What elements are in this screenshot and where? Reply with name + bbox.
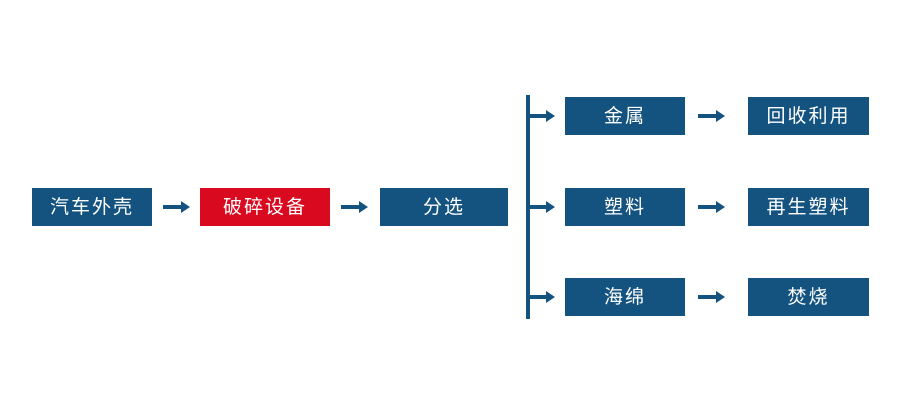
arrow-right-icon-metal-to-recycle	[698, 107, 726, 125]
arrow-right-icon-branch-sponge	[530, 288, 556, 306]
arrow-right-icon-shell-to-shredder	[163, 198, 191, 216]
node-shell[interactable]: 汽车外壳	[32, 188, 152, 226]
node-material-sponge[interactable]: 海绵	[565, 278, 685, 316]
arrow-right-icon-shredder-to-sorting	[341, 198, 369, 216]
arrow-right-icon-branch-metal	[530, 107, 556, 125]
arrow-right-icon-branch-plastic	[530, 198, 556, 216]
node-material-plastic[interactable]: 塑料	[565, 188, 685, 226]
branch-split-icon	[526, 95, 530, 319]
node-material-metal[interactable]: 金属	[565, 97, 685, 135]
node-shredder[interactable]: 破碎设备	[200, 188, 330, 226]
node-destination-regenerated-plastic[interactable]: 再生塑料	[748, 188, 869, 226]
node-destination-recycle[interactable]: 回收利用	[748, 97, 869, 135]
node-sorting[interactable]: 分选	[380, 188, 508, 226]
node-destination-incineration[interactable]: 焚烧	[748, 278, 869, 316]
arrow-right-icon-sponge-to-incineration	[698, 288, 726, 306]
arrow-right-icon-plastic-to-regenerated	[698, 198, 726, 216]
